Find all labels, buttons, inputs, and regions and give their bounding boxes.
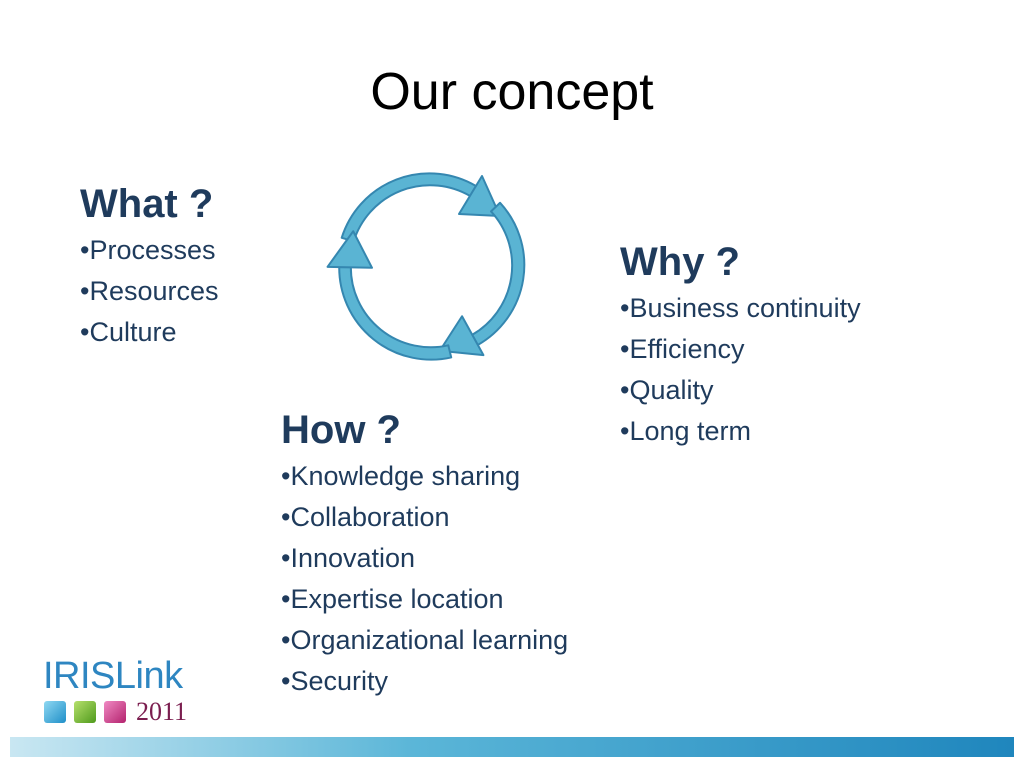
logo-year: 2011 xyxy=(136,697,188,726)
irislink-logo: IRISLink 2011 xyxy=(40,655,210,730)
why-heading: Why ? xyxy=(620,240,740,284)
what-section: What ? Processes Resources Culture xyxy=(80,180,219,353)
circular-arrows-icon xyxy=(318,172,544,374)
why-item-quality: Quality xyxy=(620,370,861,411)
blue-cube-icon xyxy=(44,701,66,723)
why-item-business-continuity: Business continuity xyxy=(620,288,860,329)
what-item-resources: Resources xyxy=(80,271,218,312)
pink-cube-icon xyxy=(104,701,126,723)
how-item-organizational-learning: Organizational learning xyxy=(281,620,568,661)
how-item-innovation: Innovation xyxy=(281,538,568,579)
how-item-security: Security xyxy=(281,661,568,702)
why-list: Business continuity Efficiency Quality L… xyxy=(620,288,861,452)
how-item-collaboration: Collaboration xyxy=(281,497,568,538)
green-cube-icon xyxy=(74,701,96,723)
how-item-knowledge-sharing: Knowledge sharing xyxy=(281,456,568,497)
what-list: Processes Resources Culture xyxy=(80,230,219,353)
footer-bar xyxy=(10,737,1014,757)
why-section: Why ? Business continuity Efficiency Qua… xyxy=(620,238,861,452)
cycle-arrow-icon xyxy=(340,172,501,243)
what-heading: What ? xyxy=(80,182,214,226)
why-item-efficiency: Efficiency xyxy=(620,329,861,370)
what-item-processes: Processes xyxy=(80,230,219,271)
slide-title: Our concept xyxy=(370,63,654,121)
why-item-long-term: Long term xyxy=(620,411,861,452)
how-item-expertise-location: Expertise location xyxy=(281,579,568,620)
how-list: Knowledge sharing Collaboration Innovati… xyxy=(281,456,568,702)
logo-name: IRISLink xyxy=(43,655,183,697)
how-section: How ? Knowledge sharing Collaboration In… xyxy=(281,406,568,702)
what-item-culture: Culture xyxy=(80,312,219,353)
how-heading: How ? xyxy=(281,408,401,452)
